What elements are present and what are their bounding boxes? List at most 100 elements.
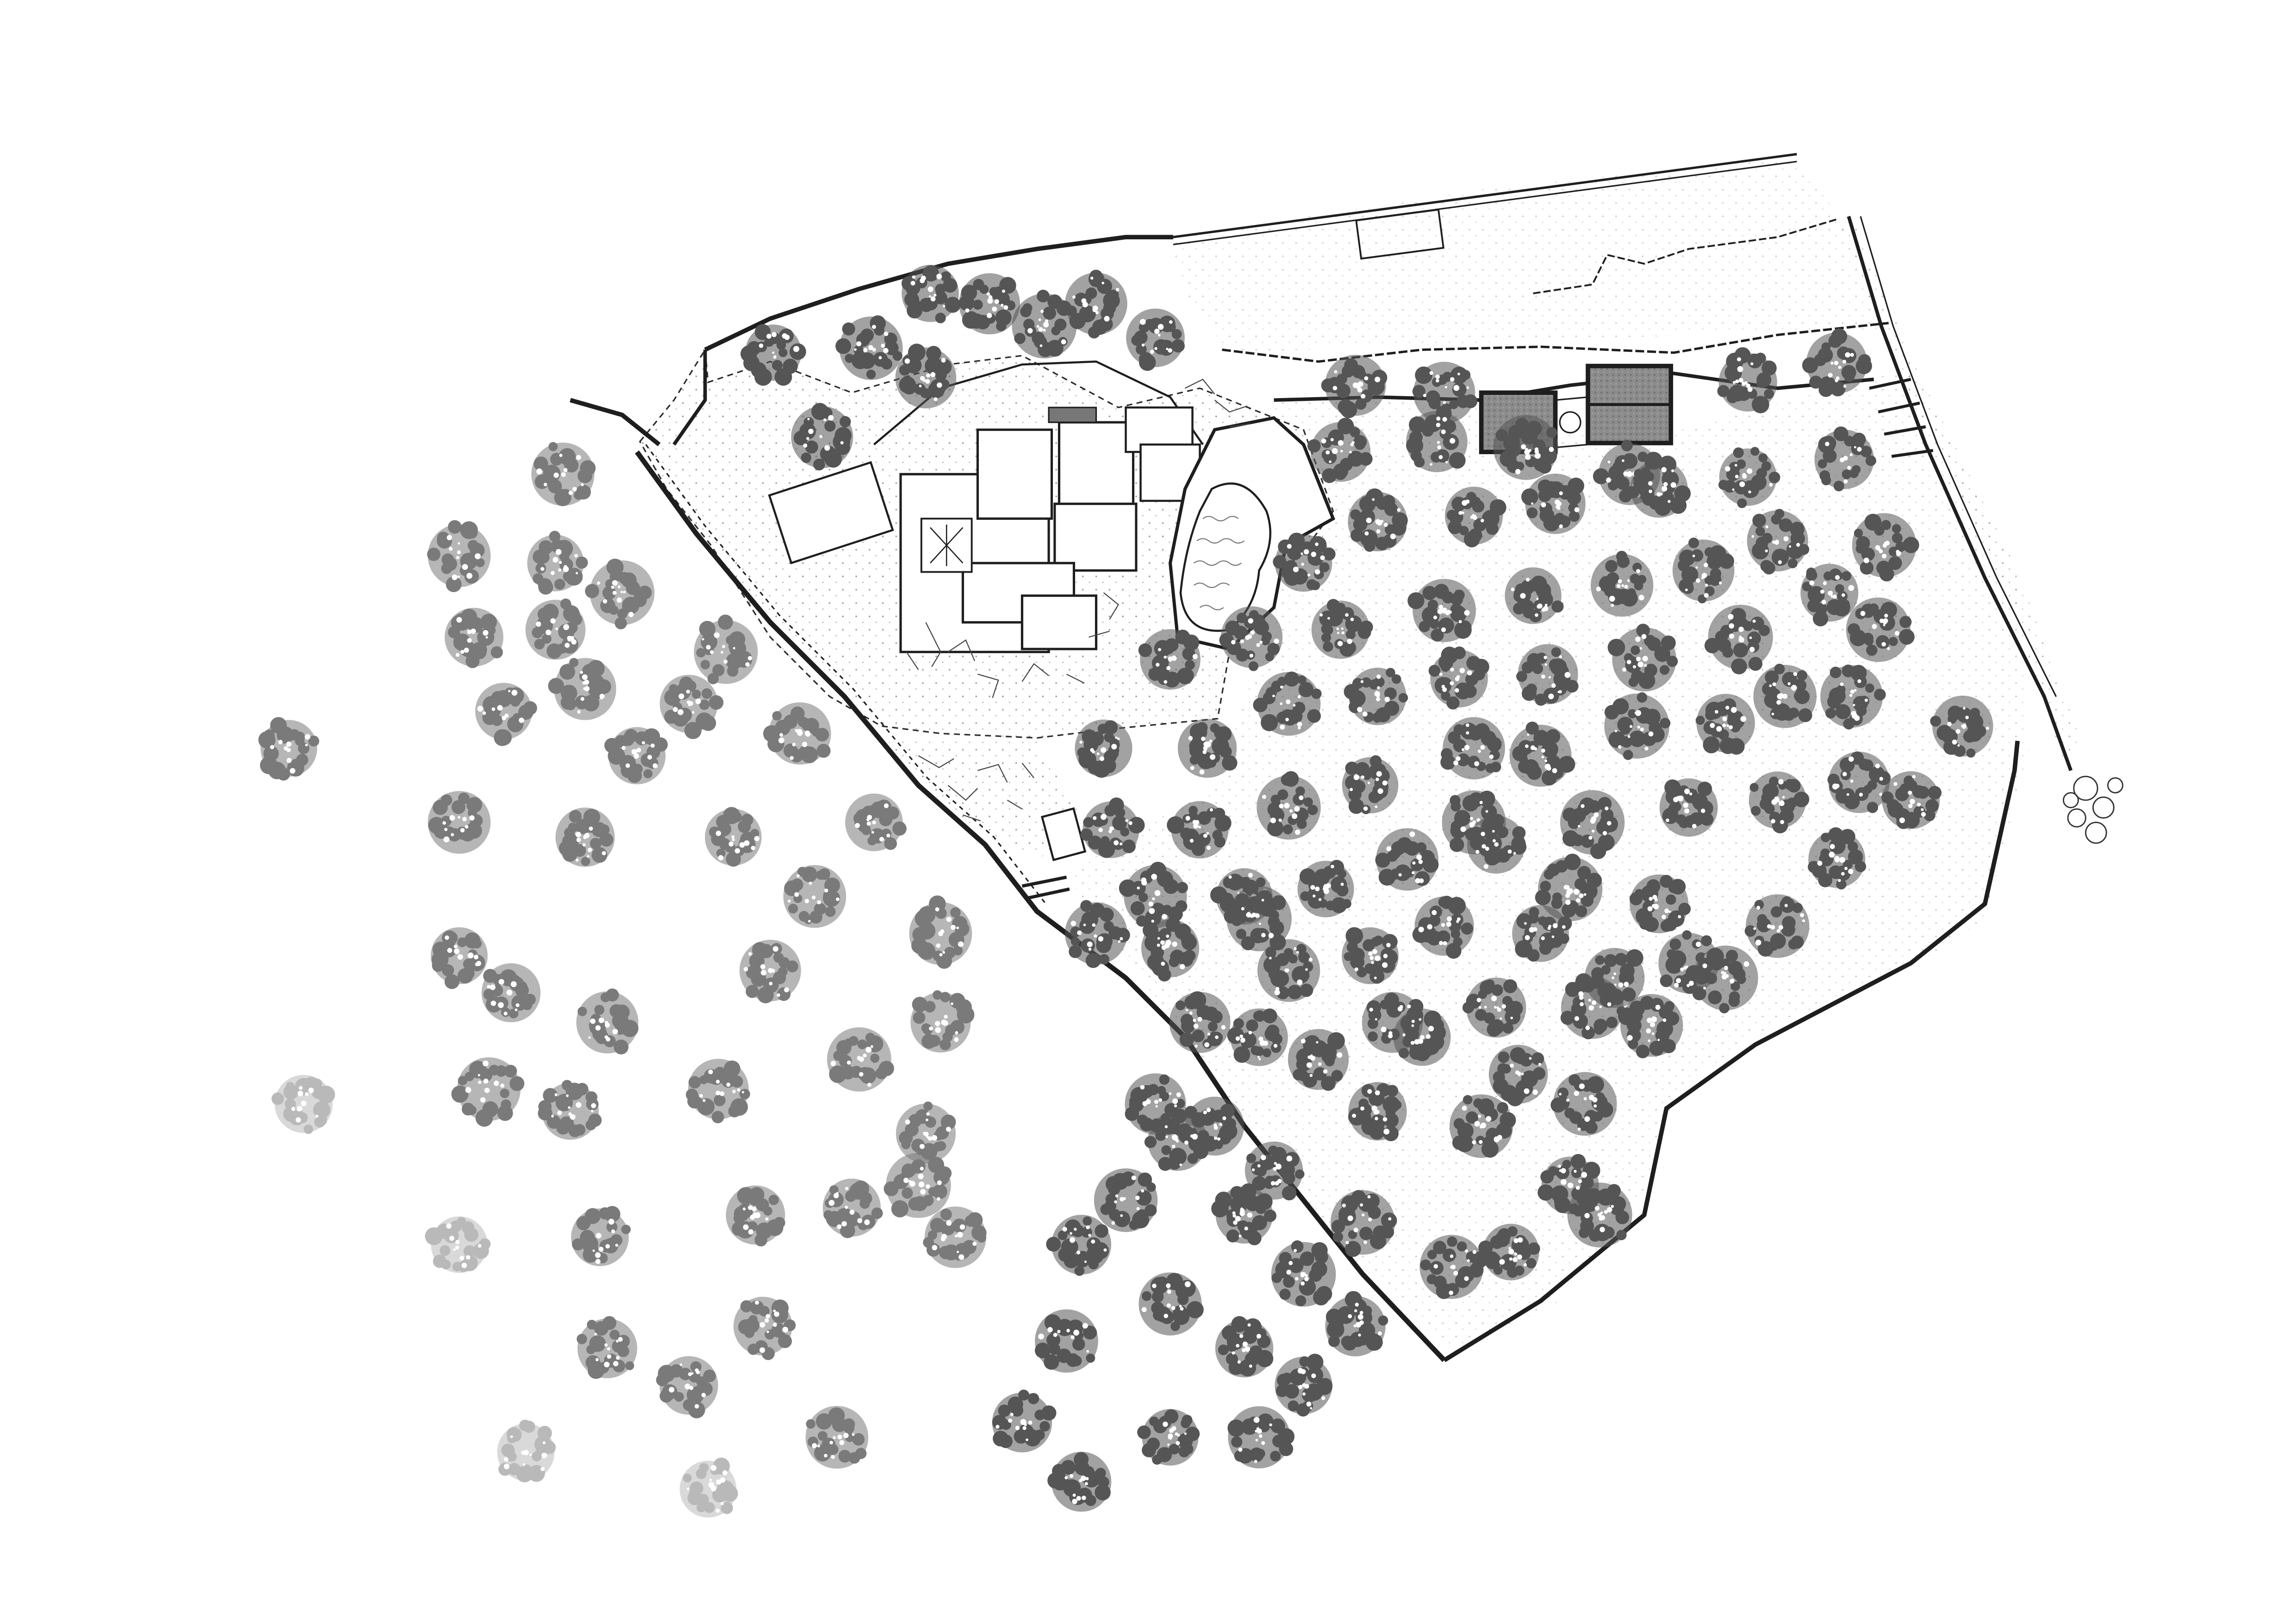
tree-icon: [958, 273, 1020, 335]
stone-wall: [1533, 218, 1837, 294]
tree-icon: [444, 607, 504, 668]
stone-wall: [1222, 322, 1889, 363]
tree-icon: [1627, 456, 1691, 518]
stone-wall: [1847, 216, 2073, 771]
tree-icon: [740, 324, 806, 386]
tree-icon: [1144, 1108, 1209, 1171]
tree-icon: [1167, 801, 1232, 859]
tree-icon: [1478, 1224, 1540, 1280]
tree-icon: [481, 963, 541, 1023]
stone-wall: [1021, 875, 1067, 888]
olive-trees: [258, 264, 1993, 1518]
tree-icon: [763, 702, 831, 765]
tree-icon: [1802, 328, 1872, 397]
tree-icon: [1412, 895, 1474, 959]
tree-icon: [1034, 1309, 1098, 1373]
tree-icon: [656, 1356, 718, 1418]
tree-icon: [258, 717, 319, 781]
tree-icon: [1065, 269, 1127, 339]
tree-icon: [1257, 939, 1320, 1002]
tree-icon: [791, 403, 853, 471]
tree-icon: [923, 1206, 987, 1268]
tree-icon: [1227, 1008, 1288, 1066]
stone-wall: [645, 444, 1046, 905]
room: [1058, 421, 1135, 507]
tree-icon: [1348, 488, 1408, 552]
tree-icon: [1244, 1141, 1305, 1200]
tree-icon: [1137, 1409, 1200, 1466]
tree-icon: [1321, 355, 1388, 418]
tree-icon: [525, 598, 586, 660]
tree-icon: [428, 791, 491, 854]
tree-icon: [1271, 1240, 1336, 1307]
tree-icon: [1535, 853, 1603, 922]
tree-icon: [827, 1027, 894, 1092]
tree-icon: [679, 1457, 738, 1518]
tree-icon: [884, 1153, 952, 1218]
tree-icon: [271, 1074, 335, 1134]
tree-icon: [1827, 751, 1891, 813]
tree-icon: [1094, 1168, 1158, 1232]
tree-icon: [992, 1389, 1057, 1453]
tree-icon: [427, 520, 491, 593]
steps: [1869, 378, 1934, 458]
tree-icon: [1065, 900, 1130, 968]
stone-wall: [635, 450, 1446, 1362]
tree-icon: [1141, 917, 1200, 982]
tree-icon: [548, 658, 616, 720]
tree-icon: [1119, 862, 1188, 928]
tree-icon: [1604, 692, 1671, 760]
tree-icon: [1342, 755, 1399, 814]
tree-icon: [805, 1405, 869, 1469]
tree-icon: [909, 895, 972, 969]
tree-icon: [1744, 894, 1810, 958]
room: [976, 428, 1053, 520]
tree-icon: [660, 675, 724, 739]
tree-icon: [1344, 668, 1408, 725]
stone-wall: [1443, 740, 2020, 1362]
tree-icon: [1046, 1215, 1111, 1276]
tree-icon: [1814, 426, 1876, 492]
tree-icon: [576, 988, 639, 1055]
tree-icon: [451, 1057, 525, 1127]
tree-icon: [1560, 790, 1625, 859]
tree-icon: [531, 442, 596, 506]
tree-icon: [1169, 991, 1231, 1053]
tree-icon: [895, 344, 957, 409]
garage-wing: [768, 461, 894, 564]
boulder-cluster: [2063, 775, 2123, 844]
tree-icon: [1275, 1354, 1332, 1417]
tree-icon: [1227, 1406, 1295, 1468]
tree-icon: [1325, 1291, 1388, 1356]
tree-icon: [1747, 509, 1810, 575]
chimney: [1048, 406, 1097, 423]
tree-icon: [1704, 605, 1773, 675]
tree-icon: [1659, 778, 1718, 837]
tree-icon: [1273, 532, 1336, 592]
tree-icon: [835, 315, 903, 380]
tree-icon: [585, 558, 655, 630]
tree-icon: [527, 531, 588, 595]
tree-icon: [1177, 718, 1238, 778]
terrace-lower: [889, 741, 1089, 860]
orchard-field: [1066, 370, 2029, 1352]
road: [1173, 153, 1797, 238]
tree-icon: [1219, 606, 1283, 671]
tree-icon: [1412, 362, 1478, 424]
tree-icon: [1717, 347, 1777, 413]
tree-icon: [694, 614, 758, 685]
tree-icon: [1444, 487, 1506, 548]
stone-wall: [672, 350, 707, 446]
rock-areas: [906, 379, 2123, 844]
tree-icon: [1342, 927, 1399, 984]
tree-icon: [1012, 289, 1077, 359]
road: [1173, 161, 1797, 245]
gate: [1355, 208, 1445, 260]
tree-icon: [1930, 695, 1993, 758]
tree-icon: [1512, 905, 1572, 962]
stone-wall: [1860, 216, 2057, 697]
upper-field: [1170, 156, 1881, 353]
tree-icon: [1718, 447, 1780, 508]
tree-icon: [1257, 771, 1321, 840]
tree-icon: [1692, 945, 1758, 1013]
